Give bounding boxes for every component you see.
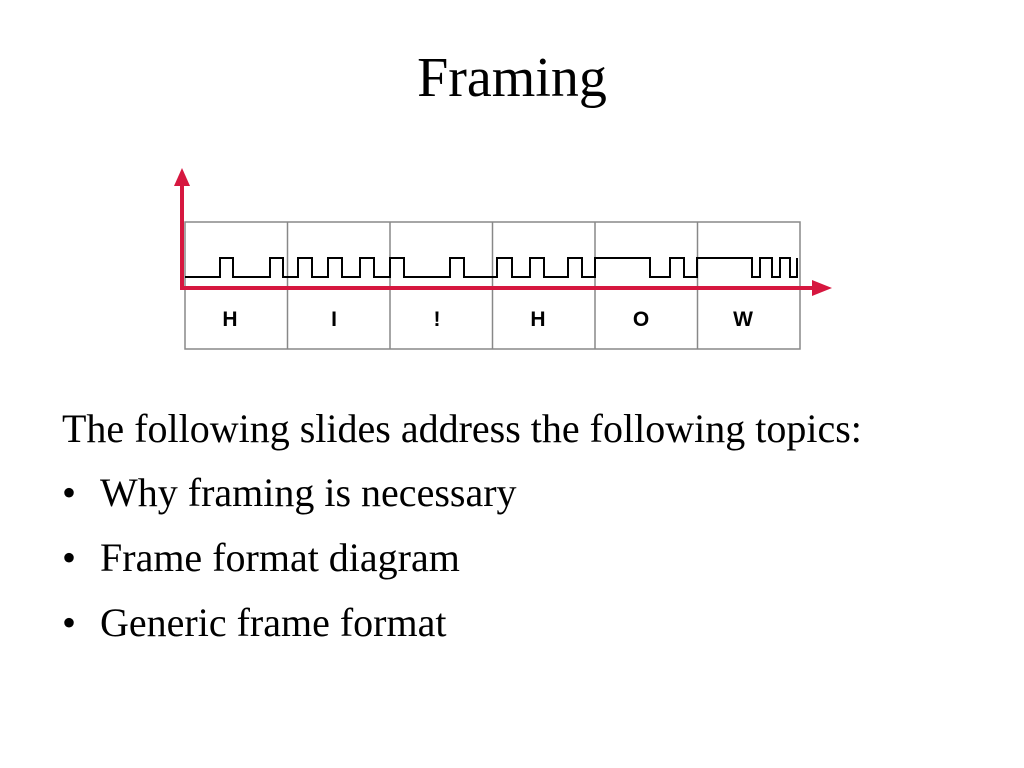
frame-cell-label: !: [434, 308, 441, 331]
framing-diagram: H I ! H O W: [174, 168, 832, 350]
frame-cell-label: H: [222, 308, 237, 331]
frame-cell-label: O: [633, 308, 649, 331]
list-item: • Frame format diagram: [62, 531, 517, 596]
axes: [174, 168, 832, 296]
bit-signal-waveform: [185, 257, 798, 278]
frame-cell-label: H: [530, 308, 545, 331]
bullet-icon: •: [62, 535, 77, 580]
frame-cell-label: W: [733, 308, 753, 331]
frame-grid: [184, 221, 801, 350]
intro-text: The following slides address the followi…: [62, 406, 862, 451]
bullet-icon: •: [62, 470, 77, 515]
list-item: • Why framing is necessary: [62, 466, 517, 531]
list-item-text: Frame format diagram: [100, 535, 460, 580]
bullet-icon: •: [62, 600, 77, 645]
x-axis-arrow-icon: [812, 280, 832, 296]
list-item: • Generic frame format: [62, 596, 517, 661]
y-axis-arrow-icon: [174, 168, 190, 186]
frame-cell-label: I: [331, 308, 337, 331]
list-item-text: Generic frame format: [100, 600, 447, 645]
slide-title: Framing: [417, 47, 607, 109]
topic-list: • Why framing is necessary • Frame format …: [62, 466, 517, 661]
list-item-text: Why framing is necessary: [100, 470, 517, 515]
